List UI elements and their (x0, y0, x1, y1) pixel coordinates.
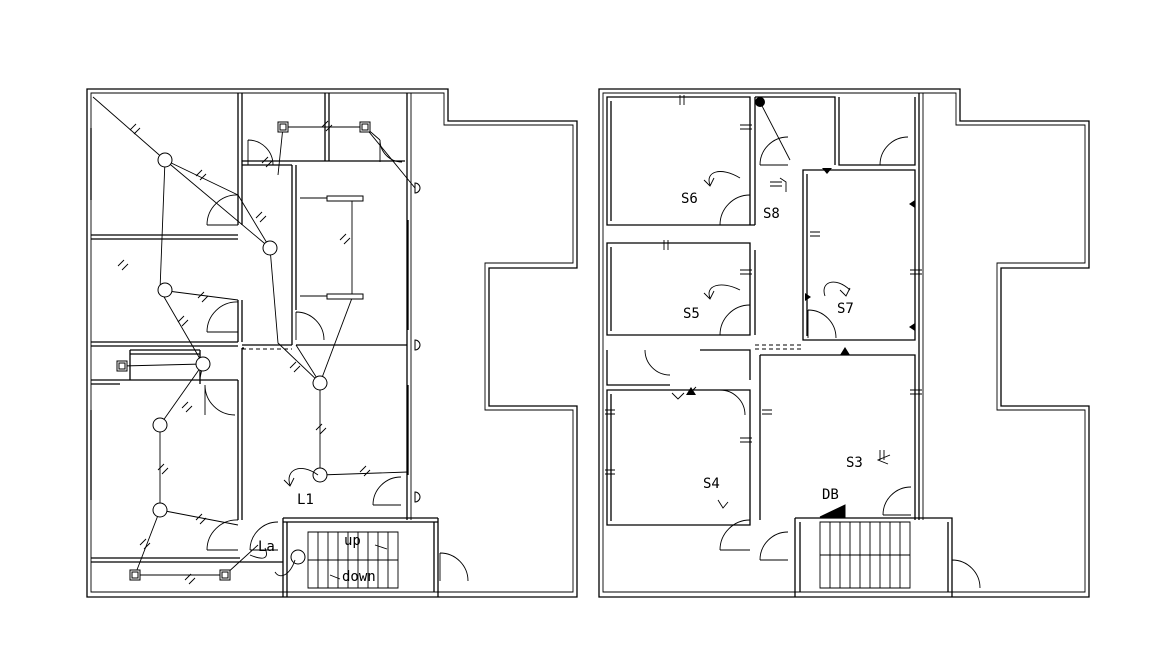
ceiling-light (312, 467, 328, 483)
label-s8: S8 (763, 206, 780, 222)
left-wiring (92, 96, 416, 576)
label-s6: S6 (681, 191, 698, 207)
distribution-board (819, 504, 846, 518)
right-outer-wall (598, 88, 1090, 598)
ceiling-light (262, 240, 278, 256)
left-inner-wall-line (90, 92, 574, 593)
ceiling-light (157, 152, 173, 168)
label-s3: S3 (846, 455, 863, 471)
ceiling-light (312, 375, 328, 391)
label-down: down (342, 569, 376, 585)
wall-lights (116, 121, 371, 581)
left-outer-wall (86, 88, 578, 598)
right-doors (644, 136, 981, 589)
label-la: La (258, 539, 275, 555)
left-room-walls (91, 93, 439, 597)
label-l1: L1 (297, 492, 314, 508)
ceiling-light (195, 356, 211, 372)
tube-light-fixture (326, 293, 364, 300)
label-s4: S4 (703, 476, 720, 492)
right-inner-wall-line (602, 92, 1086, 593)
ceiling-light (157, 282, 173, 298)
right-floor-plan: S6 S8 S5 S7 S3 S4 DB (598, 88, 1090, 598)
label-up: up (344, 533, 361, 549)
label-db: DB (822, 487, 839, 503)
ceiling-light (152, 417, 168, 433)
label-s7: S7 (837, 301, 854, 317)
ceiling-light (152, 502, 168, 518)
left-stairs (307, 531, 399, 589)
tube-light-fixture (326, 195, 364, 202)
right-stairs (819, 521, 911, 589)
left-floor-plan: L1 La up down (86, 88, 578, 598)
ceiling-light (290, 549, 306, 565)
label-s5: S5 (683, 306, 700, 322)
